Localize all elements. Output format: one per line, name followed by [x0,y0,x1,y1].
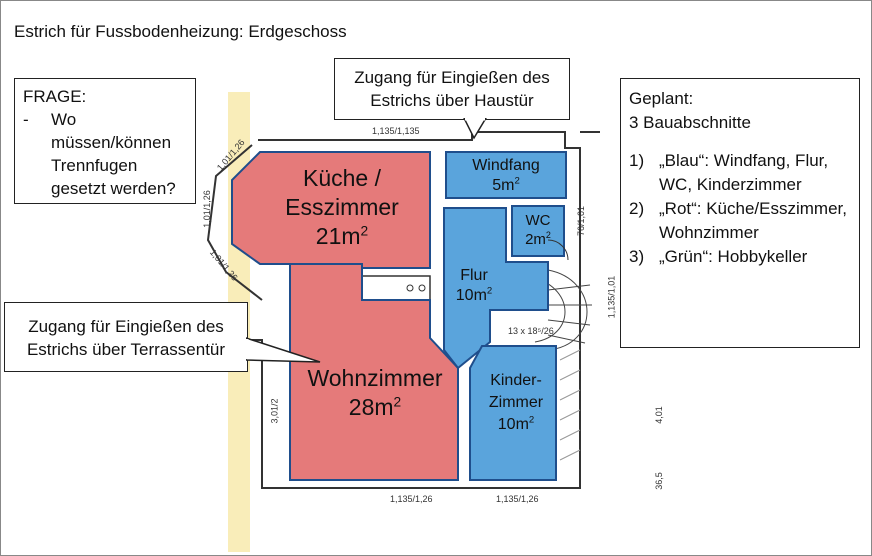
geplant-item: 3)„Grün“: Hobbykeller [629,247,808,266]
room-flur-area: 10m2 [455,285,493,304]
room-kinderzimmer-shape [469,345,557,481]
geplant-list: 1)„Blau“: Windfang, Flur, WC, Kinderzimm… [629,149,851,269]
geplant-item: 1)„Blau“: Windfang, Flur, WC, Kinderzimm… [629,151,829,194]
geplant-heading: Geplant: [629,89,694,108]
room-wc-name: WC [525,212,551,229]
room-wohnzimmer-area: 28m2 [348,393,402,420]
callout-terrassentuer: Zugang für Eingießen des Estrichs über T… [4,302,248,372]
dim-stairs: 13 x 18⁵/26 [508,326,554,336]
room-kinderzimmer-name: Kinder-Zimmer [488,372,544,411]
geplant-subheading: 3 Bauabschnitte [629,113,751,132]
door-arcs [547,239,569,261]
dim-right-far2: 36,5 [653,472,664,490]
outer-walls [206,131,600,489]
room-kueche-name: Küche / Esszimmer [285,165,399,220]
room-wohnzimmer-name: Wohnzimmer [307,365,443,391]
sink-icon [406,284,414,292]
dim-left-diag2: 1,01/1,26 [201,190,212,228]
dim-right1: 76/1,01 [576,205,587,237]
callout-geplant: Geplant: 3 Bauabschnitte 1)„Blau“: Windf… [620,78,860,348]
room-flur-shape [443,207,549,370]
room-windfang-name: Windfang [472,157,540,174]
room-kinderzimmer: Kinder-Zimmer 10m2 [478,370,554,436]
terrassentuer-text: Zugang für Eingießen des Estrichs über T… [26,317,226,359]
room-wohnzimmer-shape [289,263,459,481]
frage-bullet-item: - Wo müssen/können Trennfugen gesetzt we… [23,108,187,200]
room-flur-name: Flur [460,267,488,284]
wall-hatching [559,349,581,461]
frage-text: Wo müssen/können Trennfugen gesetzt werd… [51,110,176,198]
geplant-item: 2)„Rot“: Küche/Esszimmer, Wohnzimmer [629,199,847,242]
room-wohnzimmer: Wohnzimmer 28m2 [290,364,460,422]
dim-right2: 1,135/1,01 [606,275,617,319]
callout-frage: FRAGE: - Wo müssen/können Trennfugen ges… [14,78,196,204]
room-flur: Flur 10m2 [446,266,502,306]
stove-icon [418,284,426,292]
frage-heading: FRAGE: [23,87,87,106]
room-wc: WC 2m2 [512,212,564,250]
room-kueche: Küche / Esszimmer 21m2 [262,164,422,250]
frage-bullet: - [23,110,29,129]
dim-side-left: 3,01/2 [269,398,280,424]
haustuer-text: Zugang für Eingießen des Estrichs über H… [354,68,550,110]
room-wc-area: 2m2 [525,229,551,248]
callout-haustuer-pointer [463,118,487,140]
dim-right-far: 4,01 [653,406,664,424]
room-windfang-shape [445,151,567,199]
page-title: Estrich für Fussbodenheizung: Erdgeschos… [14,22,347,41]
dim-bottom1: 1,135/1,26 [390,494,433,504]
room-kinderzimmer-area: 10m2 [497,414,535,433]
kitchen-counter [361,275,431,301]
room-kueche-area: 21m2 [315,222,369,249]
dim-top1: 1,135/1,135 [372,126,420,136]
dim-bottom2: 1,135/1,26 [496,494,539,504]
room-wc-shape [511,205,565,257]
callout-terrassentuer-pointer [246,337,321,363]
callout-haustuer: Zugang für Eingießen des Estrichs über H… [334,58,570,120]
room-windfang-area: 5m2 [492,175,520,194]
room-windfang: Windfang 5m2 [448,156,564,196]
